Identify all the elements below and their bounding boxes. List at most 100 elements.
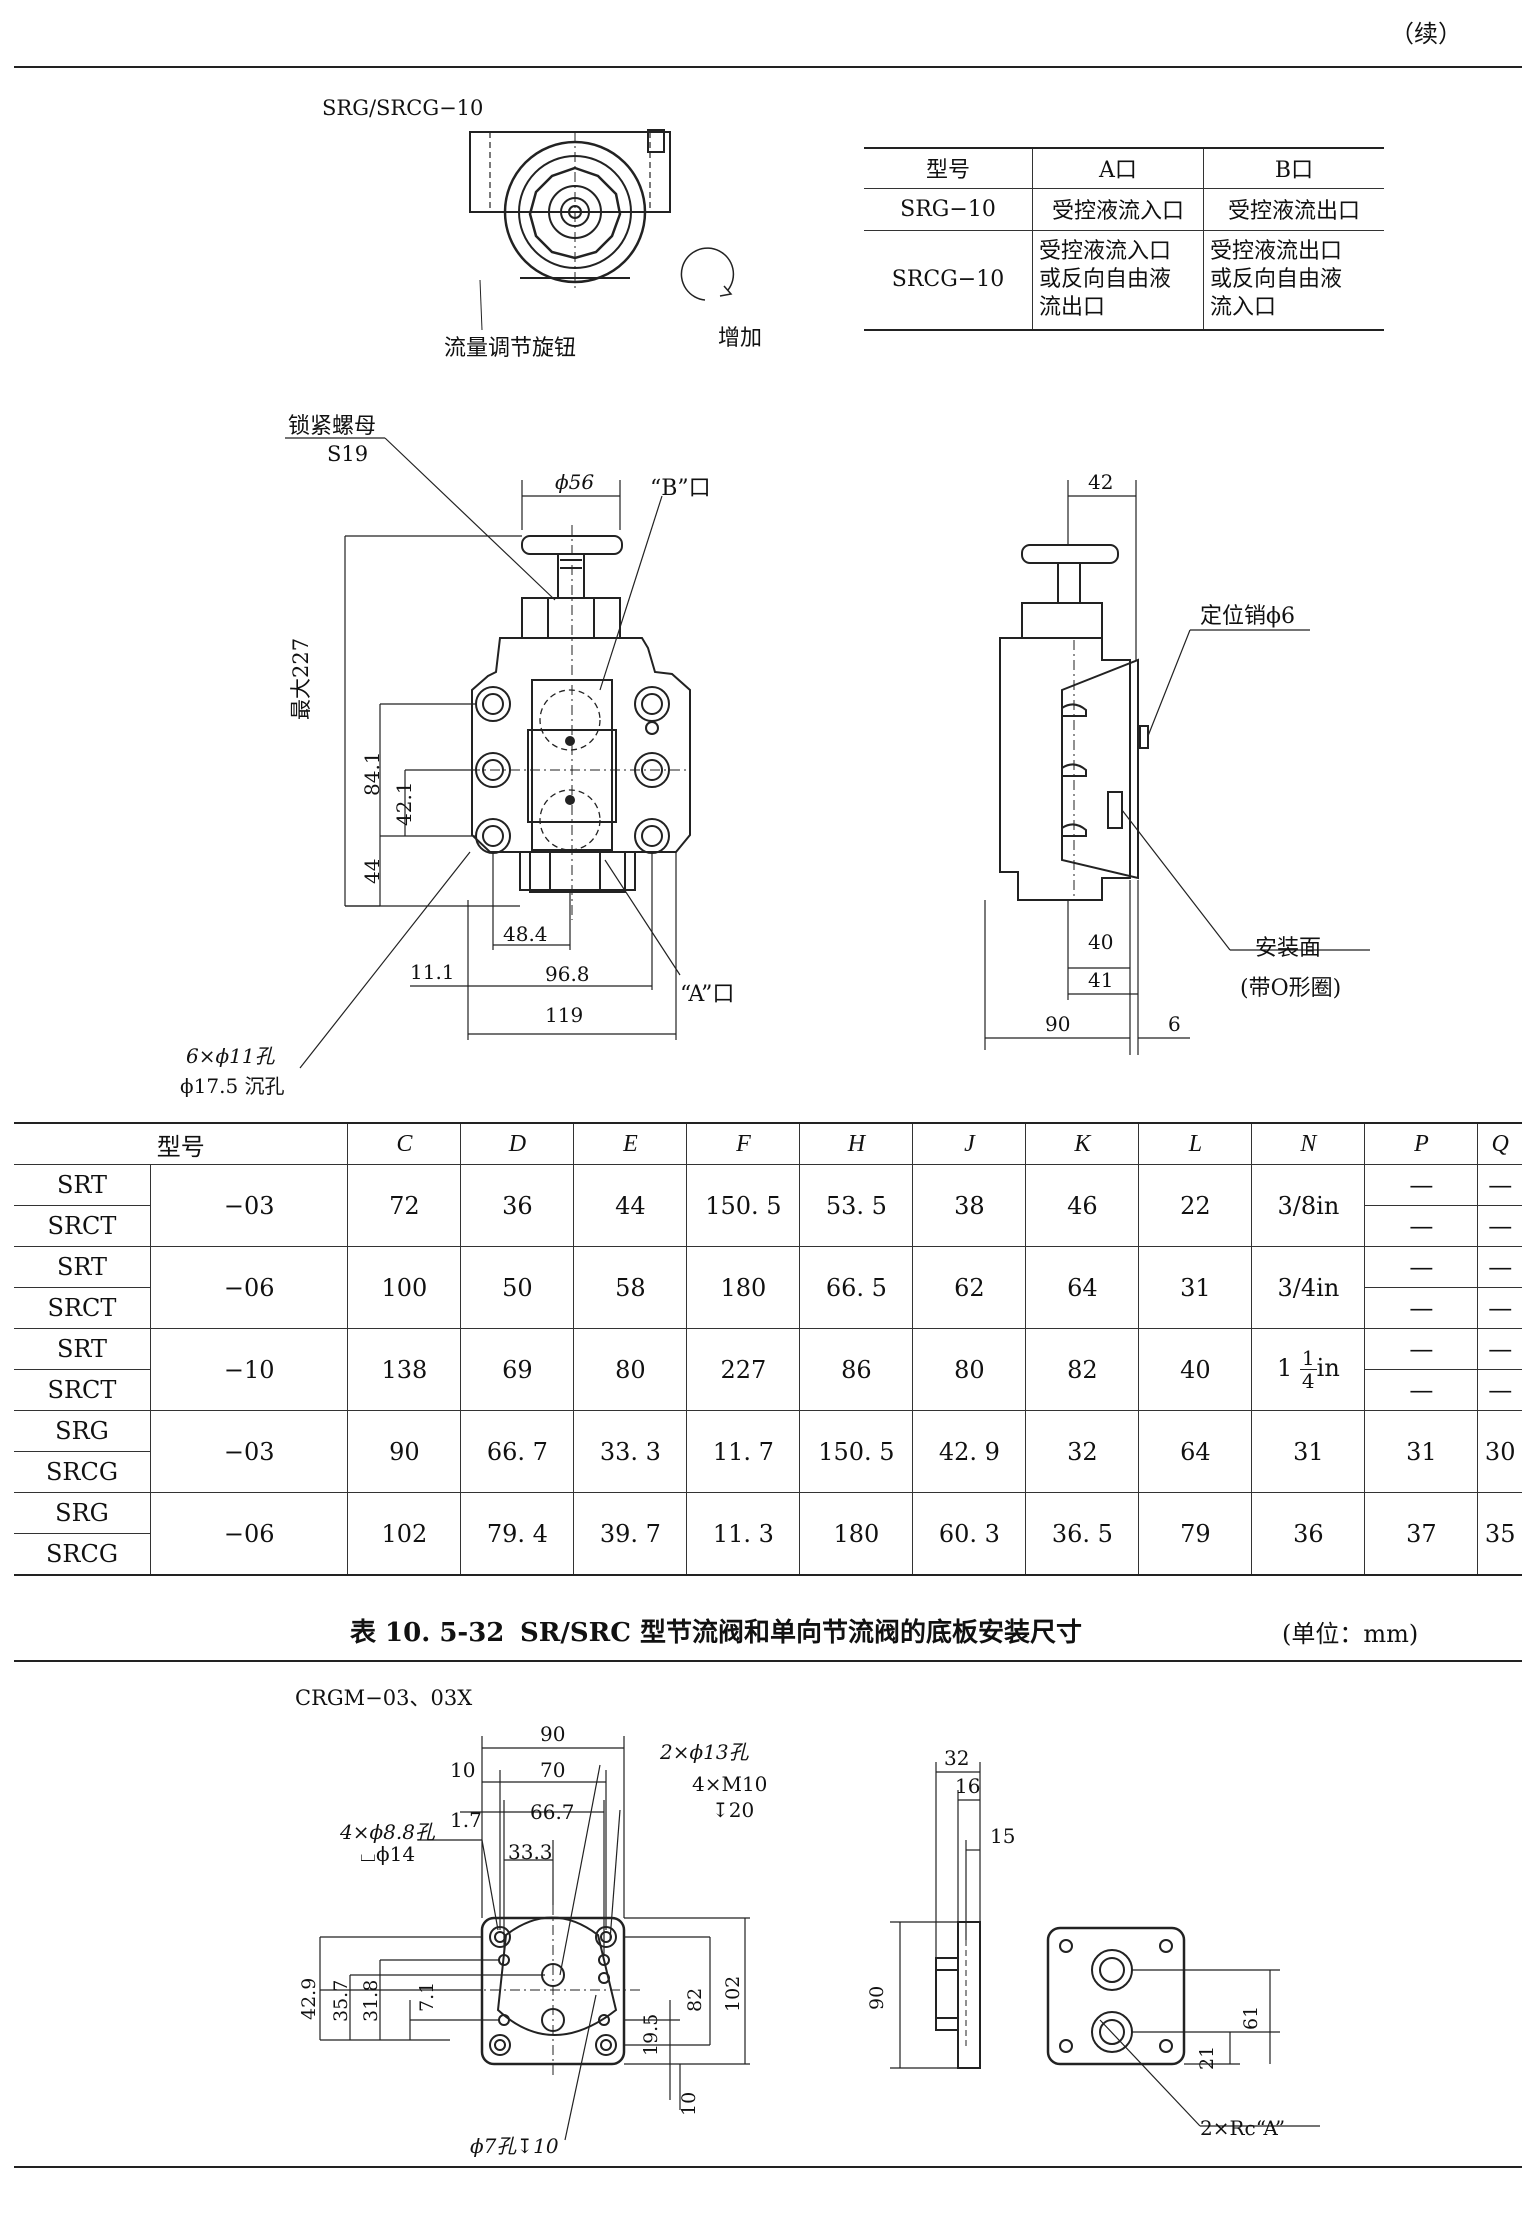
header-k: K bbox=[1025, 1122, 1140, 1165]
dim-40: 40 bbox=[1088, 930, 1114, 954]
model-cell: SRCT bbox=[14, 1205, 151, 1247]
size-cell: −03 bbox=[149, 1410, 349, 1493]
value-f: 180 bbox=[686, 1246, 801, 1329]
model-cell: SRG bbox=[14, 1410, 151, 1452]
n-numerator: 1 bbox=[1299, 1346, 1317, 1370]
value-c: 72 bbox=[347, 1164, 462, 1247]
n-denominator: 4 bbox=[1301, 1369, 1315, 1393]
ports-row-b: 受控液流出口 bbox=[1203, 187, 1384, 231]
dim-10-bottom: 10 bbox=[678, 2091, 700, 2116]
value-f: 227 bbox=[686, 1328, 801, 1411]
ports-row-b: 受控液流出口 或反向自由液 流入口 bbox=[1203, 229, 1384, 331]
holes8-8-label: 4×ϕ8.8孔 bbox=[340, 1820, 435, 1844]
header-d: D bbox=[460, 1122, 575, 1165]
ports-header-model: 型号 bbox=[864, 147, 1033, 189]
value-n: 1 1 4 in bbox=[1251, 1328, 1366, 1411]
value-l: 31 bbox=[1138, 1246, 1253, 1329]
dim-70: 70 bbox=[540, 1758, 566, 1782]
ports-row-a: 受控液流入口 bbox=[1032, 187, 1204, 231]
value-j: 62 bbox=[912, 1246, 1027, 1329]
value-p: — bbox=[1364, 1164, 1479, 1206]
value-j: 80 bbox=[912, 1328, 1027, 1411]
n-fraction: 1 4 bbox=[1299, 1346, 1317, 1393]
header-model: 型号 bbox=[14, 1122, 349, 1165]
ports-line: 或反向自由液 bbox=[1039, 266, 1172, 292]
lock-nut-label: 锁紧螺母 bbox=[288, 414, 377, 439]
value-e: 80 bbox=[573, 1328, 688, 1411]
value-l: 79 bbox=[1138, 1492, 1253, 1576]
n-unit: in bbox=[1316, 1354, 1340, 1382]
ports-line: 受控液流入口 bbox=[1039, 238, 1172, 264]
dimensions-table: 型号 C D E F H J K L N P Q SRT −03 72 36 4… bbox=[14, 1122, 1522, 1576]
value-p: — bbox=[1364, 1328, 1479, 1370]
model-cell: SRG bbox=[14, 1492, 151, 1534]
dim-84-1: 84.1 bbox=[360, 751, 384, 796]
rc-label: 2×Rc“A” bbox=[1200, 2116, 1286, 2140]
value-q: — bbox=[1477, 1246, 1522, 1288]
continued-label: （续） bbox=[1390, 20, 1462, 48]
value-h: 53. 5 bbox=[799, 1164, 914, 1247]
header-j: J bbox=[912, 1122, 1027, 1165]
value-q: — bbox=[1477, 1369, 1522, 1411]
value-f: 11. 7 bbox=[686, 1410, 801, 1493]
ports-line: 流出口 bbox=[1039, 294, 1106, 320]
value-n: 3/8in bbox=[1251, 1164, 1366, 1247]
n-whole: 1 bbox=[1277, 1354, 1293, 1382]
value-p: — bbox=[1364, 1287, 1479, 1329]
oring-label: (带O形圈) bbox=[1240, 976, 1342, 1001]
model-cell: SRCT bbox=[14, 1369, 151, 1411]
front-view-drawing bbox=[470, 525, 691, 920]
value-k: 64 bbox=[1025, 1246, 1140, 1329]
model-cell: SRCG bbox=[14, 1533, 151, 1576]
header-n: N bbox=[1251, 1122, 1366, 1165]
table-caption-number: 表 10. 5-32 bbox=[350, 1618, 505, 1648]
value-e: 33. 3 bbox=[573, 1410, 688, 1493]
value-p: — bbox=[1364, 1246, 1479, 1288]
value-d: 66. 7 bbox=[460, 1410, 575, 1493]
value-f: 150. 5 bbox=[686, 1164, 801, 1247]
value-h: 180 bbox=[799, 1492, 914, 1576]
value-l: 64 bbox=[1138, 1410, 1253, 1493]
value-e: 58 bbox=[573, 1246, 688, 1329]
dim-90: 90 bbox=[1045, 1012, 1071, 1036]
model-cell: SRCT bbox=[14, 1287, 151, 1329]
hole7-depth: 10 bbox=[533, 2134, 559, 2158]
cb14-label: ⌴ϕ14 bbox=[360, 1842, 416, 1866]
dim-33-3: 33.3 bbox=[508, 1840, 553, 1864]
value-c: 100 bbox=[347, 1246, 462, 1329]
value-c: 138 bbox=[347, 1328, 462, 1411]
m10-label: 4×M10 bbox=[692, 1772, 768, 1796]
dim-90-top: 90 bbox=[540, 1722, 566, 1746]
value-d: 50 bbox=[460, 1246, 575, 1329]
size-cell: −03 bbox=[149, 1164, 349, 1247]
value-p: 37 bbox=[1364, 1492, 1479, 1576]
port-a-label: “A”口 bbox=[680, 982, 735, 1007]
dim-42: 42 bbox=[1088, 470, 1114, 494]
dim-6: 6 bbox=[1168, 1012, 1181, 1036]
value-n: 3/4in bbox=[1251, 1246, 1366, 1329]
value-q: — bbox=[1477, 1164, 1522, 1206]
value-p: — bbox=[1364, 1205, 1479, 1247]
crgm-plate-back bbox=[1046, 1926, 1186, 2066]
value-n: 36 bbox=[1251, 1492, 1366, 1576]
lock-nut-size: S19 bbox=[327, 442, 369, 466]
header-h: H bbox=[799, 1122, 914, 1165]
dim-35-7: 35.7 bbox=[330, 1979, 352, 2022]
side-dim-90: 90 bbox=[866, 1985, 888, 2010]
increase-label: 增加 bbox=[718, 326, 763, 351]
value-k: 46 bbox=[1025, 1164, 1140, 1247]
ports-row-model: SRG−10 bbox=[864, 187, 1033, 231]
value-q: 35 bbox=[1477, 1492, 1522, 1576]
value-h: 66. 5 bbox=[799, 1246, 914, 1329]
value-d: 79. 4 bbox=[460, 1492, 575, 1576]
header-q: Q bbox=[1477, 1122, 1522, 1165]
dim-7-1: 7.1 bbox=[416, 1981, 438, 2012]
ports-table: 型号 A口 B口 SRG−10 受控液流入口 受控液流出口 SRCG−10 受控… bbox=[864, 147, 1384, 331]
value-q: — bbox=[1477, 1287, 1522, 1329]
side-dim-32: 32 bbox=[944, 1746, 970, 1770]
ports-header-a: A口 bbox=[1032, 147, 1204, 189]
ports-line: 流入口 bbox=[1210, 294, 1277, 320]
dim-21: 21 bbox=[1196, 2045, 1218, 2070]
m10-depth: ↧20 bbox=[712, 1798, 755, 1822]
